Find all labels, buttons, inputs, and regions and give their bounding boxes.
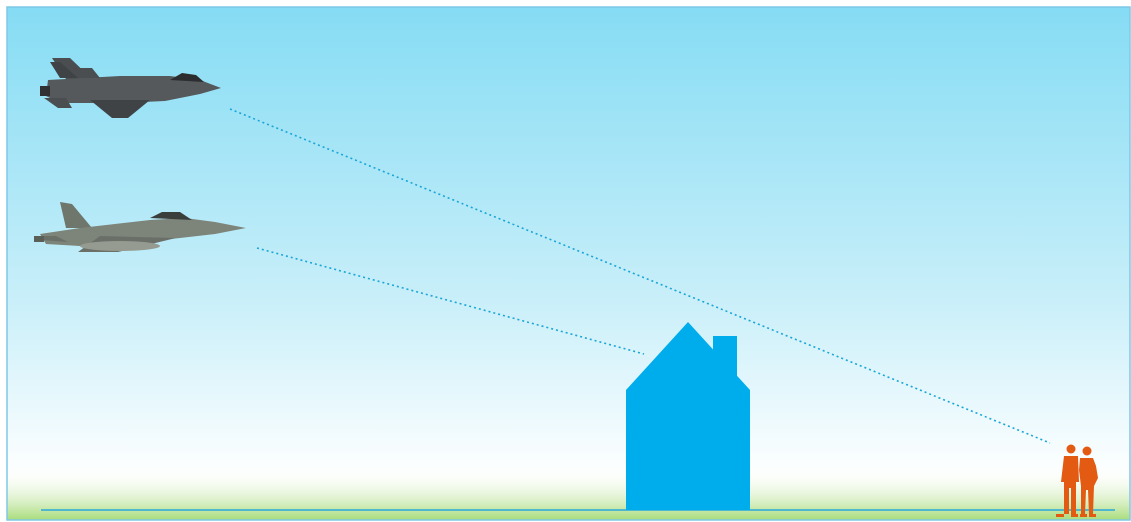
grass-band [7,466,1130,520]
